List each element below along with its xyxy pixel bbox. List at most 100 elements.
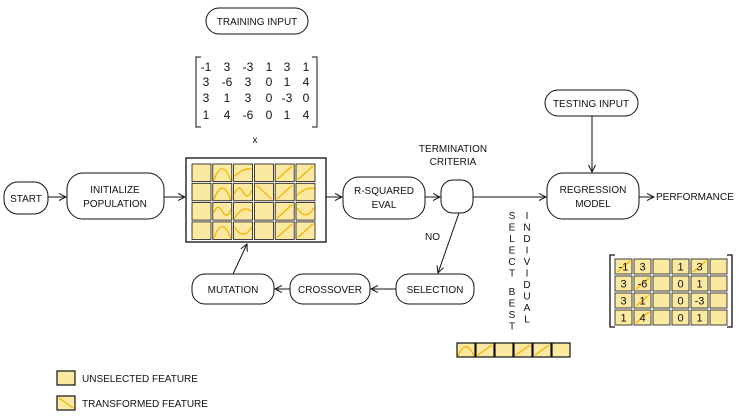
training-input-node [205,7,309,35]
training-matrix-cell: -3 [282,91,293,105]
select-best-letter: T [509,321,515,332]
transform-curve [234,226,253,235]
individual-letter: V [524,257,531,268]
initialize-population-label-line1: INITIALIZE [90,185,140,196]
training-matrix-cell: 1 [203,108,210,122]
result-matrix-value: 1 [696,313,702,325]
result-matrix-cell [671,258,690,275]
edge-termination-to-selection [438,212,460,273]
transform-curve [635,294,650,307]
crossover-label: CROSSOVER [298,285,362,296]
best-individual-cell [551,342,571,358]
multiply-symbol: x [253,135,258,146]
training-matrix-cell: 1 [224,91,231,105]
training-matrix-cell: 0 [266,75,273,89]
transform-curve [213,226,232,239]
training-matrix-right-bracket [312,56,318,128]
result-matrix-cell [614,309,633,326]
transform-curve [234,208,253,219]
result-matrix-cell [614,292,633,309]
transform-curve [276,204,293,219]
training-input-label: TRAINING INPUT [217,17,298,28]
initialize-population-label-line2: POPULATION [83,199,147,210]
best-individual-cell [494,342,514,358]
result-matrix-cell [671,309,690,326]
result-matrix-value: -1 [619,262,629,274]
result-matrix-cell [614,275,633,292]
legend-unselected-swatch [56,370,76,386]
training-matrix-left-bracket [195,56,201,128]
population-feature-cell [253,221,274,240]
training-matrix-cell: 3 [224,60,231,74]
termination-criteria-label-line2: CRITERIA [430,157,477,168]
population-feature-cell [191,163,212,182]
individual-letter: D [523,234,530,245]
transform-curve [255,184,272,200]
result-matrix-value: 4 [639,313,645,325]
training-matrix-cell: 3 [203,75,210,89]
training-matrix-cell: 3 [203,91,210,105]
transform-curve [635,311,650,324]
training-matrix-cell: 1 [284,108,291,122]
select-best-letter: S [509,310,516,321]
result-matrix-left-bracket [609,254,615,328]
transform-curve [276,184,293,200]
selection-label: SELECTION [407,285,464,296]
result-matrix-value: 1 [696,279,702,291]
edge-mutation-to-population [232,244,247,275]
transform-curve [457,346,475,357]
result-matrix-cell [709,258,728,275]
population-feature-cell [233,221,254,240]
training-matrix-cell: -3 [243,60,254,74]
select-best-letter: E [509,223,516,234]
result-matrix-cell [709,309,728,326]
individual-letter: I [526,211,529,222]
individual-letter: L [524,315,530,326]
select-best-letter: S [509,211,516,222]
best-individual-strip [456,342,571,358]
result-matrix-value: -6 [638,279,648,291]
best-individual-cell [456,342,476,358]
individual-letter: N [523,223,530,234]
result-matrix-value: 3 [620,296,626,308]
population-feature-cell [191,182,212,202]
result-matrix-value: 3 [620,279,626,291]
start-node [3,181,49,215]
result-matrix-cell [709,275,728,292]
transform-curve [234,168,252,177]
transform-curve [213,206,232,216]
population-feature-cell [253,163,274,182]
population-feature-cell [191,221,212,240]
individual-letter: A [524,303,531,314]
mutation-label: MUTATION [208,285,259,296]
result-matrix-cell [671,275,690,292]
select-best-letter: E [509,298,516,309]
training-matrix-cell: -1 [201,60,212,74]
population-feature-cell [295,182,316,202]
transform-curve [477,344,493,356]
result-matrix-value: 1 [620,313,626,325]
training-matrix-cell: 4 [224,108,231,122]
population-feature-cell [212,221,233,240]
result-matrix-cell [671,292,690,309]
transform-curve [213,168,232,181]
transform-curve [276,223,293,238]
training-matrix-cell: 1 [303,60,310,74]
result-matrix-value: 0 [677,296,683,308]
result-matrix-value: 0 [677,279,683,291]
training-matrix-cell: 3 [284,60,291,74]
result-matrix-cell [652,258,671,275]
transform-curve [276,165,293,180]
transform-curve [534,344,550,356]
result-matrix-cell [690,292,709,309]
population-feature-cell [191,202,212,221]
training-matrix-cell: 4 [303,75,310,89]
transform-curve [692,260,707,273]
transform-curve [233,187,253,197]
legend-unselected-label: UNSELECTED FEATURE [82,374,198,385]
r-squared-eval-label-line2: EVAL [372,200,397,211]
legend-transformed-label: TRANSFORMED FEATURE [82,399,208,410]
population-feature-cell [253,202,274,221]
